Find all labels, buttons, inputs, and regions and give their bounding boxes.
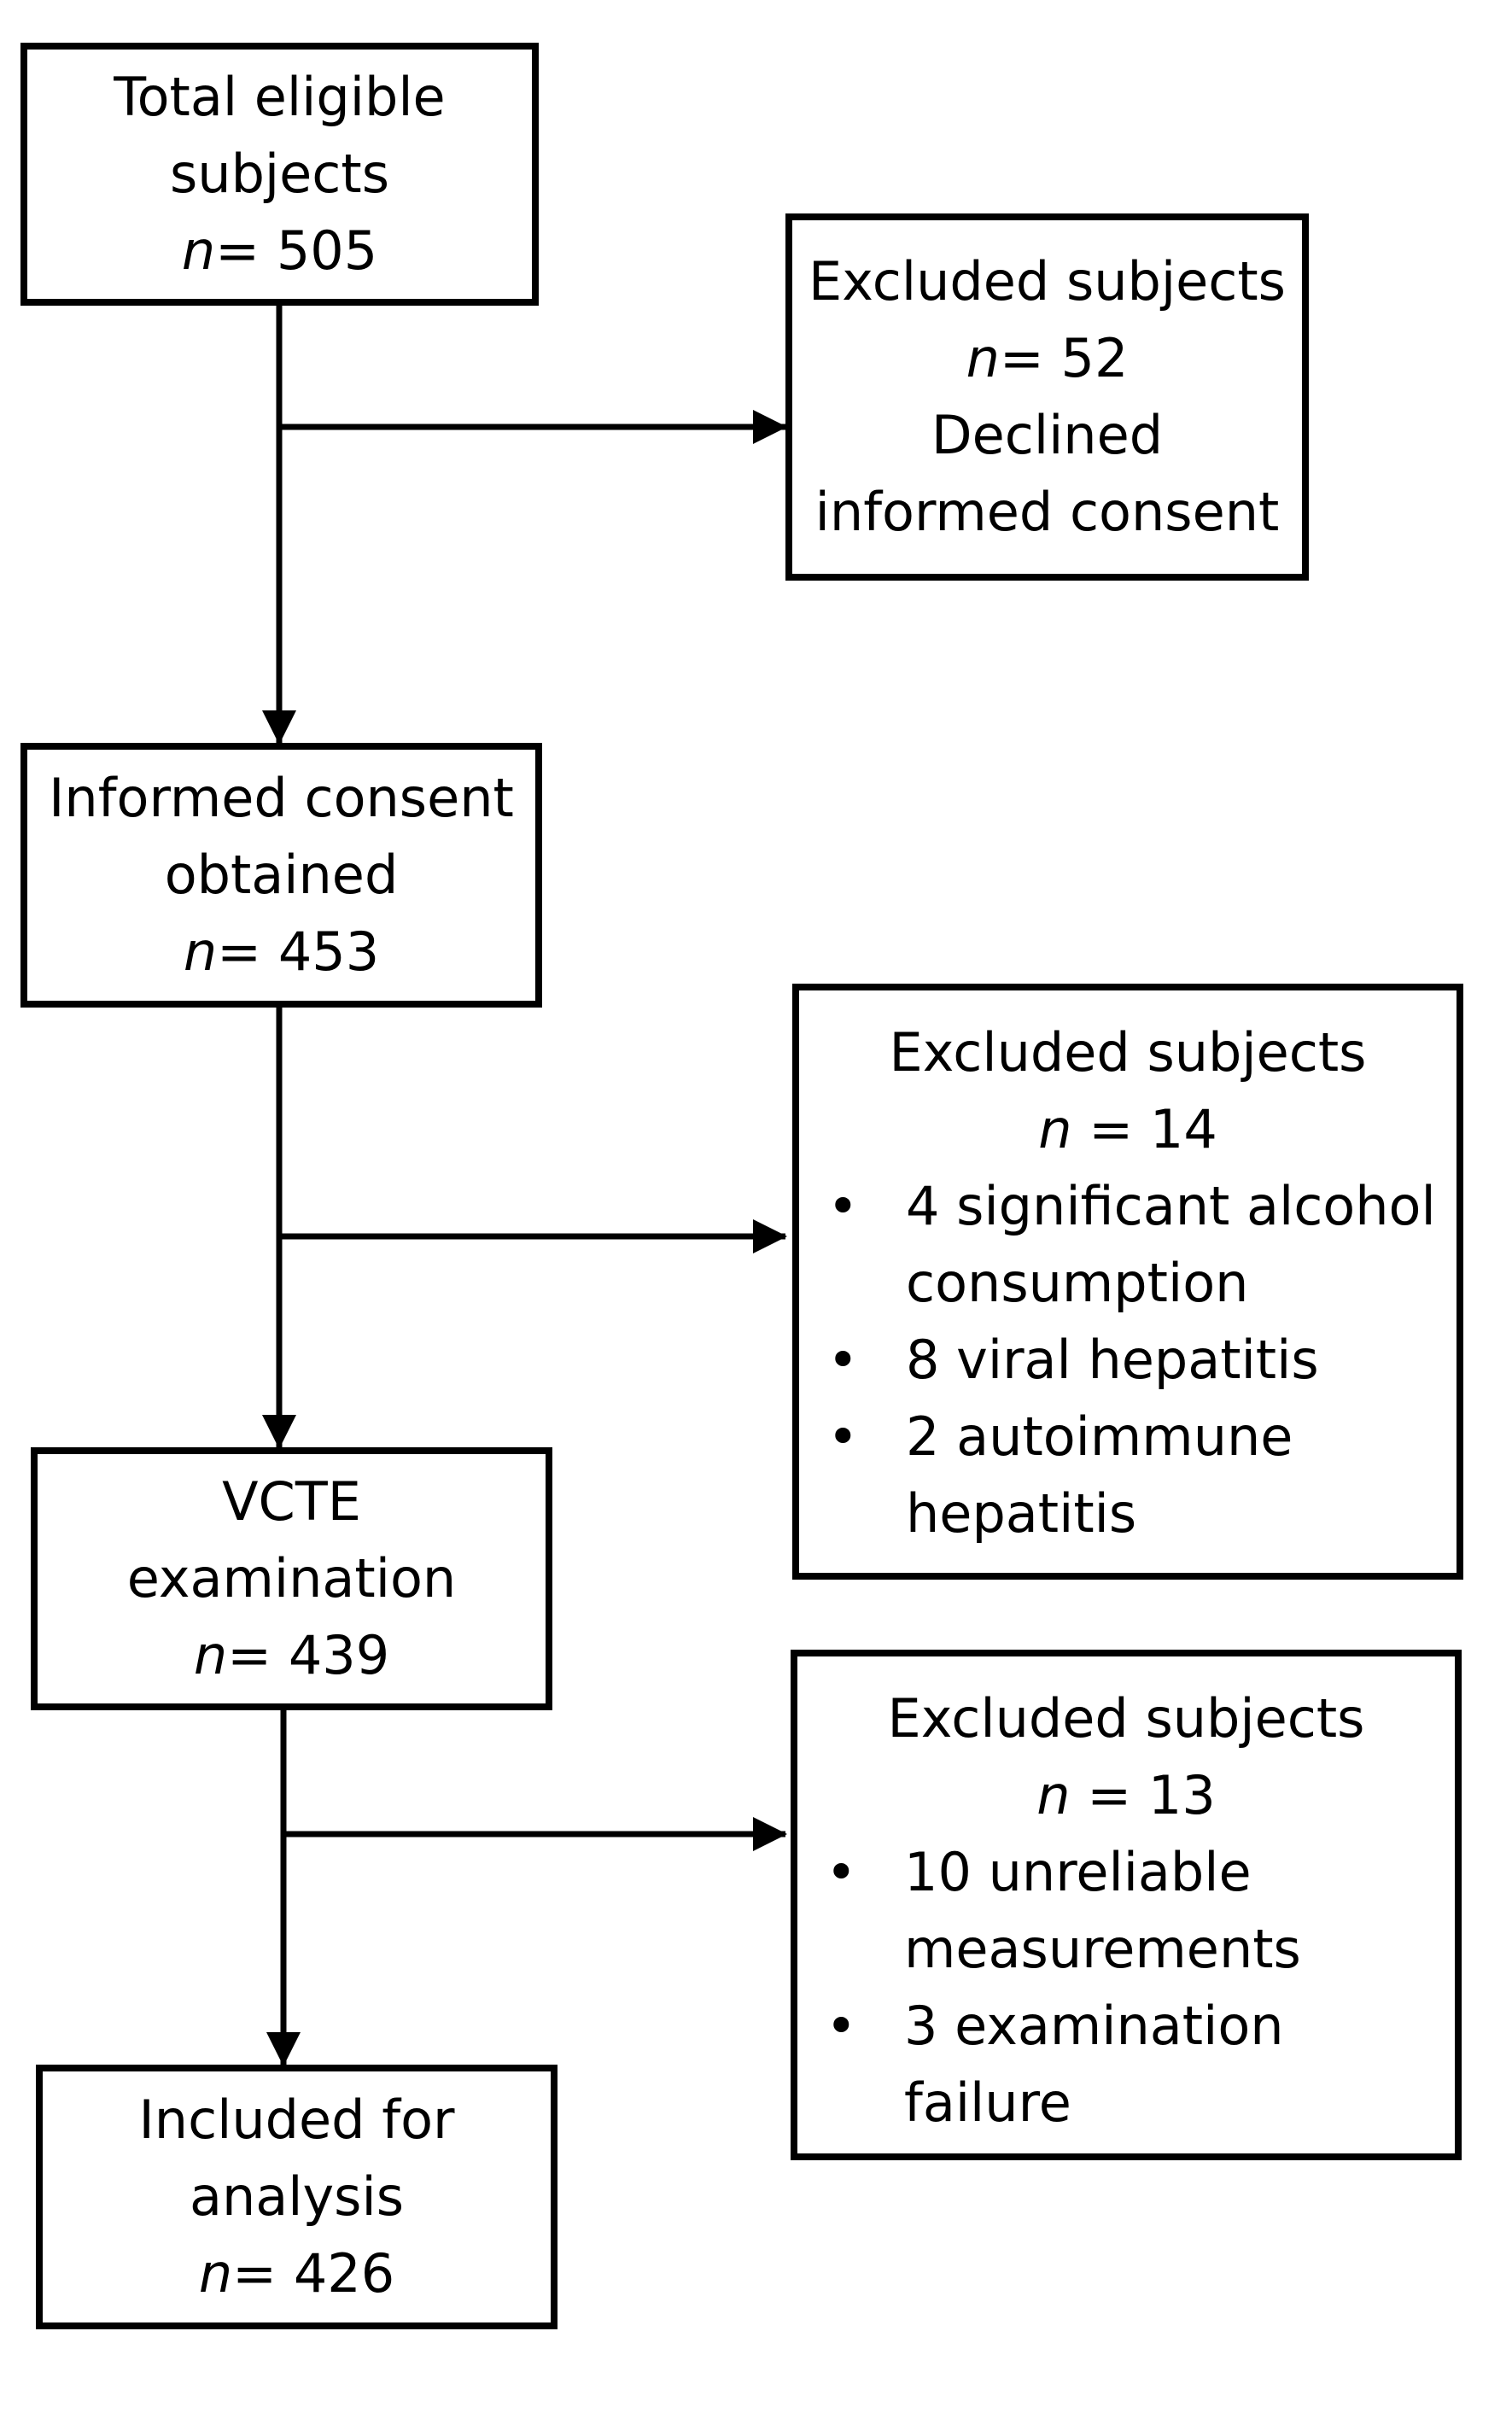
- n-value: 439: [288, 1624, 390, 1686]
- list-item-line-2: hepatitis: [906, 1482, 1137, 1545]
- n-equals: =: [215, 219, 277, 282]
- step-informed-consent-line-2: obtained: [164, 844, 399, 906]
- n-value: 505: [276, 219, 378, 282]
- bullet-icon: •: [826, 1995, 857, 2057]
- step-total-eligible-line-2: subjects: [169, 143, 390, 205]
- n-value: 52: [1060, 327, 1129, 389]
- step-total-eligible-line-1: Total eligible: [114, 66, 446, 128]
- list-item-line-2: consumption: [906, 1252, 1249, 1314]
- step-vcte-line-2: examination: [126, 1547, 457, 1610]
- bullet-icon: •: [827, 1405, 859, 1468]
- exclusion-clinical-box: Excluded subjects n = 14 • 4 significant…: [792, 984, 1463, 1580]
- list-item-line-2: failure: [904, 2071, 1071, 2134]
- list-item-line-1: 2 autoimmune: [906, 1405, 1293, 1468]
- step-informed-consent-box: Informed consent obtained n= 453: [20, 743, 542, 1008]
- n-symbol: n: [966, 327, 1000, 389]
- step-total-eligible-box: Total eligible subjects n= 505: [20, 43, 539, 306]
- step-included-count: n= 426: [199, 2235, 394, 2312]
- list-item: • 2 autoimmune hepatitis: [799, 1399, 1457, 1552]
- n-value: 14: [1149, 1098, 1217, 1160]
- exclusion-vcte-box: Excluded subjects n = 13 • 10 unreliable…: [791, 1650, 1462, 2160]
- n-equals: =: [1071, 1098, 1150, 1160]
- list-item-line-1: 4 significant alcohol: [906, 1175, 1436, 1237]
- step-informed-consent-count: n= 453: [184, 914, 379, 990]
- exclusion-vcte-list: • 10 unreliable measurements • 3 examina…: [797, 1834, 1455, 2141]
- n-equals: =: [227, 1624, 289, 1686]
- exclusion-consent-reason-1: Declined: [931, 404, 1164, 466]
- n-symbol: n: [1036, 1764, 1071, 1826]
- exclusion-vcte-count: n = 13: [797, 1757, 1455, 1834]
- n-value: 13: [1147, 1764, 1216, 1826]
- n-symbol: n: [183, 920, 218, 983]
- exclusion-consent-box: Excluded subjects n= 52 Declined informe…: [785, 213, 1309, 581]
- step-vcte-box: VCTE examination n= 439: [31, 1447, 552, 1710]
- n-symbol: n: [181, 219, 216, 282]
- exclusion-consent-count: n= 52: [966, 320, 1129, 397]
- step-included-line-2: analysis: [189, 2165, 405, 2228]
- n-symbol: n: [193, 1624, 228, 1686]
- step-included-box: Included for analysis n= 426: [36, 2065, 558, 2329]
- list-item: • 4 significant alcohol consumption: [799, 1168, 1457, 1322]
- n-equals: =: [1070, 1764, 1148, 1826]
- exclusion-consent-title: Excluded subjects: [809, 250, 1286, 313]
- n-equals: =: [999, 327, 1061, 389]
- list-item: • 10 unreliable measurements: [797, 1834, 1455, 1988]
- exclusion-clinical-count: n = 14: [799, 1091, 1457, 1168]
- step-vcte-line-1: VCTE: [222, 1470, 361, 1533]
- list-item-line-1: 10 unreliable: [904, 1841, 1252, 1903]
- exclusion-clinical-list: • 4 significant alcohol consumption • 8 …: [799, 1168, 1457, 1552]
- list-item: • 8 viral hepatitis: [799, 1322, 1457, 1399]
- bullet-icon: •: [826, 1841, 857, 1903]
- exclusion-consent-reason-2: informed consent: [814, 481, 1280, 543]
- exclusion-clinical-title: Excluded subjects: [889, 1021, 1367, 1084]
- n-symbol: n: [198, 2242, 233, 2305]
- step-total-eligible-count: n= 505: [182, 213, 377, 289]
- list-item-line-1: 3 examination: [904, 1995, 1284, 2057]
- list-item-line-1: 8 viral hepatitis: [906, 1329, 1319, 1391]
- list-item: • 3 examination failure: [797, 1988, 1455, 2141]
- step-included-line-1: Included for: [138, 2089, 455, 2151]
- list-item-line-2: measurements: [904, 1918, 1301, 1980]
- bullet-icon: •: [827, 1329, 859, 1391]
- step-informed-consent-line-1: Informed consent: [49, 767, 514, 829]
- n-equals: =: [232, 2242, 294, 2305]
- n-value: 453: [277, 920, 380, 983]
- n-equals: =: [217, 920, 278, 983]
- step-vcte-count: n= 439: [194, 1617, 389, 1694]
- bullet-icon: •: [827, 1175, 859, 1237]
- exclusion-vcte-title: Excluded subjects: [887, 1687, 1365, 1750]
- n-value: 426: [293, 2242, 395, 2305]
- n-symbol: n: [1038, 1098, 1072, 1160]
